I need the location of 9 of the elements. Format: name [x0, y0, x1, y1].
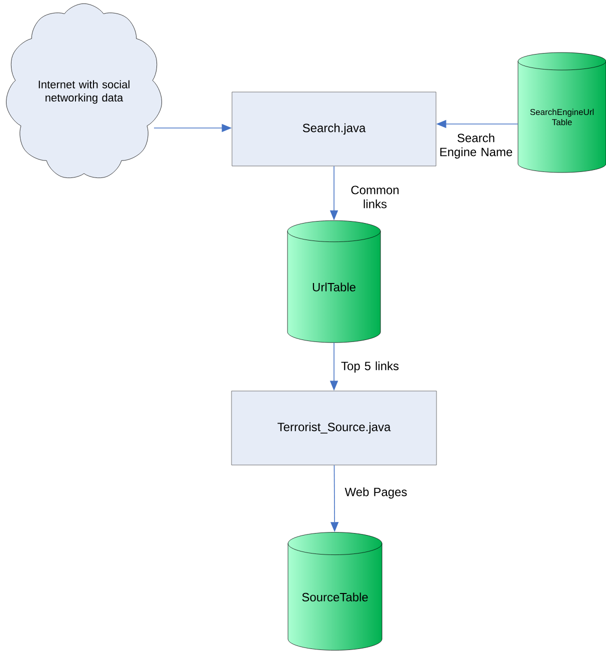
database-cylinder: SourceTable	[288, 532, 382, 650]
edge-label: Web Pages	[344, 487, 407, 499]
edge-label: Common links	[351, 186, 399, 208]
database-cylinder: UrlTable	[287, 220, 381, 343]
edge-label: Top 5 links	[341, 361, 399, 373]
process-box: Terrorist_Source.java	[231, 390, 437, 466]
edge-label: Search Engine Name	[440, 133, 512, 159]
database-cylinder: SearchEngineUrl Table	[518, 52, 606, 173]
process-box: Search.java	[232, 92, 436, 166]
